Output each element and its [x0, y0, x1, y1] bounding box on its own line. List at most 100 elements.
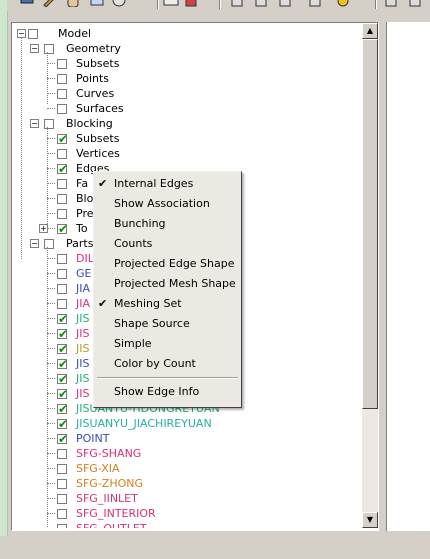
node-checkbox[interactable]: ✔ [57, 417, 68, 431]
node-checkbox[interactable] [57, 74, 67, 84]
tree-item-parts-0[interactable]: DIL [57, 251, 347, 266]
hand-icon[interactable] [65, 0, 81, 7]
tree-item-blocking-3[interactable]: Fa [57, 176, 347, 191]
tree-item-parts-12[interactable]: ✔POINT [57, 431, 347, 446]
tree-item-parts-14[interactable]: SFG-XIA [57, 461, 347, 476]
node-checkbox[interactable] [44, 44, 54, 54]
star-icon[interactable] [253, 0, 269, 7]
node-checkbox[interactable] [57, 449, 67, 459]
node-checkbox[interactable] [57, 509, 67, 519]
node-checkbox[interactable]: ✔ [57, 387, 68, 401]
tree-node-blocking[interactable]: Blocking [44, 116, 244, 131]
node-checkbox[interactable]: ✔ [57, 342, 68, 356]
node-checkbox[interactable] [28, 29, 38, 39]
cube-icon[interactable] [183, 0, 199, 7]
scroll-down-button[interactable]: ▼ [362, 512, 378, 528]
collapse-toggle[interactable]: − [30, 239, 39, 248]
node-checkbox[interactable] [57, 89, 67, 99]
tree-node-geometry[interactable]: Geometry [44, 41, 244, 56]
tree-item-parts-8[interactable]: ✔JIS [57, 371, 347, 386]
node-checkbox[interactable] [57, 479, 67, 489]
cube-outline-icon[interactable] [407, 0, 423, 7]
node-checkbox[interactable] [57, 104, 67, 114]
menu-item-show-edge-info[interactable]: Show Edge Info [94, 382, 241, 402]
gear-icon[interactable] [335, 0, 351, 7]
menu-item-4[interactable]: Projected Edge Shape [94, 254, 241, 274]
cube-sparkle-icon[interactable] [277, 0, 293, 7]
tree-node-model[interactable]: Model [28, 26, 228, 41]
node-checkbox[interactable] [57, 464, 67, 474]
tree-item-parts-15[interactable]: SFG-ZHONG [57, 476, 347, 491]
tree-node-parts[interactable]: Parts [44, 236, 244, 251]
node-checkbox[interactable] [44, 239, 54, 249]
menu-item-3[interactable]: Counts [94, 234, 241, 254]
pen-icon[interactable] [41, 0, 57, 7]
tree-item-blocking-0[interactable]: ✔Subsets [57, 131, 347, 146]
node-checkbox[interactable] [57, 254, 67, 264]
node-checkbox[interactable] [57, 494, 67, 504]
scroll-up-button[interactable]: ▲ [362, 23, 378, 39]
tree-item-parts-5[interactable]: ✔JIS [57, 326, 347, 341]
menu-item-5[interactable]: Projected Mesh Shape [94, 274, 241, 294]
collapse-toggle[interactable]: − [30, 119, 39, 128]
node-checkbox[interactable] [57, 299, 67, 309]
tree-item-parts-13[interactable]: SFG-SHANG [57, 446, 347, 461]
node-checkbox[interactable] [57, 269, 67, 279]
menu-item-7[interactable]: Shape Source [94, 314, 241, 334]
tree-item-parts-9[interactable]: ✔JIS [57, 386, 347, 401]
tree-item-geometry-3[interactable]: Surfaces [57, 101, 347, 116]
menu-item-8[interactable]: Simple [94, 334, 241, 354]
menu-item-9[interactable]: Color by Count [94, 354, 241, 374]
tree-item-blocking-4[interactable]: Blo [57, 191, 347, 206]
tree-item-parts-6[interactable]: ✔JIS [57, 341, 347, 356]
node-checkbox[interactable]: ✔ [57, 432, 68, 446]
dropdown-icon[interactable] [163, 0, 179, 7]
expand-toggle[interactable]: + [39, 224, 48, 233]
window-icon[interactable] [89, 0, 105, 7]
cube-outline-icon[interactable] [307, 0, 323, 7]
tree-item-parts-17[interactable]: SFG_INTERIOR [57, 506, 347, 521]
clock-icon[interactable] [111, 0, 127, 7]
tree-item-parts-2[interactable]: JIA [57, 281, 347, 296]
vertical-scrollbar[interactable]: ▲ ▼ [362, 23, 378, 528]
node-checkbox[interactable] [57, 524, 67, 528]
node-checkbox[interactable]: ✔ [57, 162, 68, 176]
node-checkbox[interactable] [57, 149, 67, 159]
tree-item-parts-16[interactable]: SFG_IINLET [57, 491, 347, 506]
node-checkbox[interactable]: ✔ [57, 327, 68, 341]
node-checkbox[interactable] [57, 59, 67, 69]
node-checkbox[interactable] [57, 194, 67, 204]
node-checkbox[interactable] [57, 209, 67, 219]
tree-item-parts-3[interactable]: JIA [57, 296, 347, 311]
wrench-icon[interactable] [383, 0, 399, 7]
menu-item-1[interactable]: Show Association [94, 194, 241, 214]
node-checkbox[interactable]: ✔ [57, 132, 68, 146]
menu-item-0[interactable]: ✔Internal Edges [94, 174, 241, 194]
tree-item-blocking-5[interactable]: Pre [57, 206, 347, 221]
node-checkbox[interactable] [57, 284, 67, 294]
tree-item-parts-18[interactable]: SFG_OUTLET [57, 521, 347, 528]
node-checkbox[interactable]: ✔ [57, 357, 69, 371]
tree-item-parts-4[interactable]: ✔JIS [57, 311, 347, 326]
tree-item-geometry-0[interactable]: Subsets [57, 56, 347, 71]
tree-item-geometry-2[interactable]: Curves [57, 86, 347, 101]
node-checkbox[interactable]: ✔ [57, 312, 68, 326]
menu-item-6[interactable]: ✔Meshing Set [94, 294, 241, 314]
node-checkbox[interactable]: ✔ [57, 372, 68, 386]
tree-item-geometry-1[interactable]: Points [57, 71, 347, 86]
check-icon: ✔ [58, 357, 69, 371]
scroll-thumb[interactable] [362, 39, 378, 409]
menu-item-2[interactable]: Bunching [94, 214, 241, 234]
tree-item-parts-11[interactable]: ✔JISUANYU_JIACHIREYUAN [57, 416, 347, 431]
node-checkbox[interactable]: ✔ [57, 222, 68, 236]
node-checkbox[interactable]: ✔ [57, 402, 68, 416]
display-icon[interactable] [19, 0, 35, 7]
node-checkbox[interactable] [44, 119, 54, 129]
tree-item-blocking-6[interactable]: ✔To [57, 221, 347, 236]
tree-item-blocking-1[interactable]: Vertices [57, 146, 347, 161]
cube-edit-icon[interactable] [229, 0, 245, 7]
tree-item-parts-1[interactable]: GE [57, 266, 347, 281]
node-checkbox[interactable] [57, 179, 67, 189]
tree-item-parts-7[interactable]: ✔JIS [57, 356, 347, 371]
collapse-toggle[interactable]: − [30, 44, 39, 53]
